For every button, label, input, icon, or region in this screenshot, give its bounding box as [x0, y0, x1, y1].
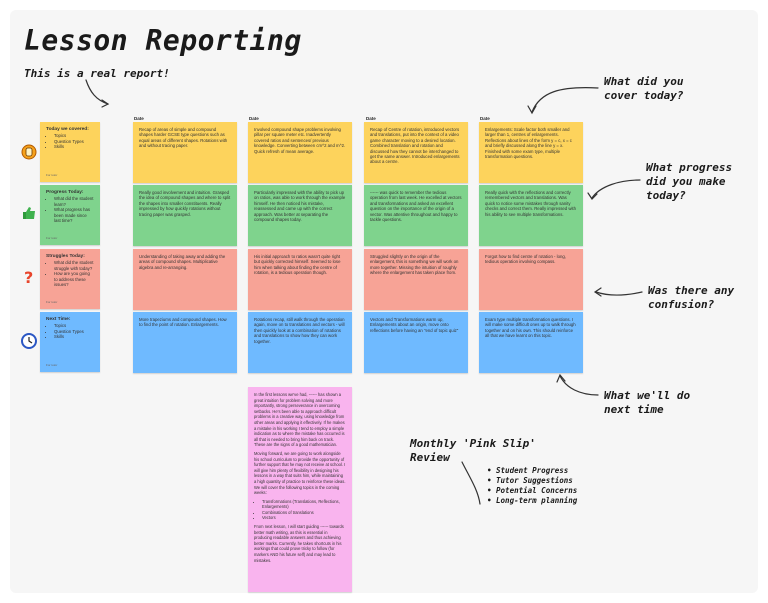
bullet-item: Long-term planning — [487, 496, 577, 506]
arrow-next — [559, 375, 599, 396]
pink-slip-note[interactable]: In the first lessons we've had, ------ h… — [248, 387, 352, 592]
row-label-covered[interactable]: Today we covered: TopicsQuestion TypesSk… — [40, 122, 100, 182]
date-label-3: Date — [366, 116, 376, 121]
row-label-next[interactable]: Next Time: TopicsQuestion TypesSkills Fo… — [40, 312, 100, 372]
clock-icon — [21, 333, 37, 349]
note-confusion-3[interactable]: Struggled slightly on the origin of the … — [364, 249, 468, 310]
bullet-item: Potential Concerns — [487, 486, 577, 496]
note-next-4[interactable]: Exam type multiple transformation questi… — [479, 312, 583, 373]
note-next-2[interactable]: Rotations recap, still walk through the … — [248, 312, 352, 373]
note-covered-4[interactable]: Enlargements: Scale factor both smaller … — [479, 122, 583, 183]
note-covered-1[interactable]: Recap of areas of simple and compound sh… — [133, 122, 237, 183]
note-progress-2[interactable]: Particularly impressed with the ability … — [248, 185, 352, 246]
note-next-3[interactable]: Vectors and Transformations warm up, Enl… — [364, 312, 468, 373]
arrow-covered — [531, 87, 599, 113]
note-progress-3[interactable]: ------ was quick to remember the tedious… — [364, 185, 468, 246]
note-next-1[interactable]: More trapeziums and compound shapes. How… — [133, 312, 237, 373]
annotation-pink-slip: Monthly 'Pink Slip'Review — [410, 437, 536, 464]
date-label-2: Date — [249, 116, 259, 121]
note-covered-3[interactable]: Recap of Centre of rotation, introduced … — [364, 122, 468, 183]
note-covered-2[interactable]: Involved compound shape problems involvi… — [248, 122, 352, 183]
page-subtitle: This is a real report! — [24, 67, 170, 80]
date-label-1: Date — [134, 116, 144, 121]
thumbs-up-icon — [23, 207, 35, 219]
pink-slip-bullets: Student Progress Tutor Suggestions Poten… — [487, 466, 577, 506]
date-label-4: Date — [480, 116, 490, 121]
bullet-item: Student Progress — [487, 466, 577, 476]
note-confusion-4[interactable]: Forgot how to find centre of rotation - … — [479, 249, 583, 310]
arrow-progress — [591, 179, 641, 199]
note-confusion-2[interactable]: His initial approach to ratios wasn't qu… — [248, 249, 352, 310]
clock-badge-icon — [21, 144, 37, 160]
arrow-confusion — [595, 291, 643, 296]
note-progress-1[interactable]: Really good involvement and intuition. G… — [133, 185, 237, 246]
question-mark-icon: ? — [24, 268, 34, 287]
note-progress-4[interactable]: Really quick with the reflections and co… — [479, 185, 583, 246]
row-label-progress[interactable]: Progress Today: What did the student lea… — [40, 185, 100, 245]
arrow-subtitle — [85, 79, 109, 105]
arrow-pink — [461, 461, 481, 505]
row-label-confusion[interactable]: Struggles Today: What did the student st… — [40, 249, 100, 309]
note-confusion-1[interactable]: Understanding of taking away and adding … — [133, 249, 237, 310]
page-title: Lesson Reporting — [24, 24, 302, 57]
bullet-item: Tutor Suggestions — [487, 476, 577, 486]
